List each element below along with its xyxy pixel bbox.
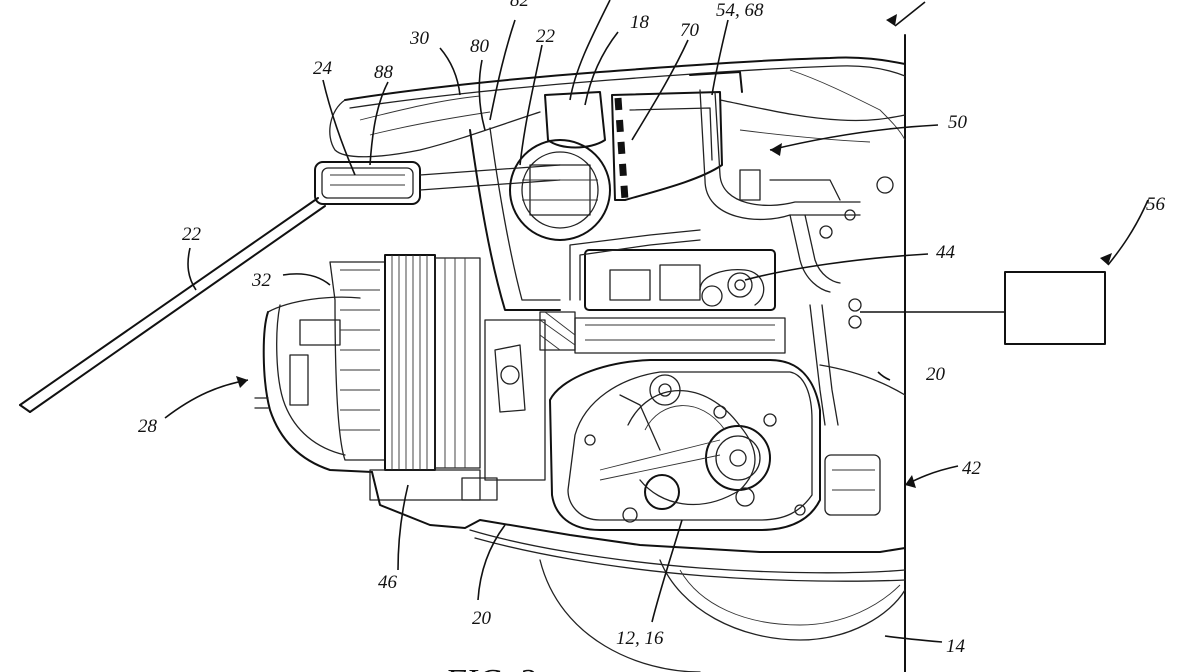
accessory-bracket [819, 364, 906, 516]
label-56: 56 [1146, 194, 1166, 215]
label-80: 80 [470, 36, 490, 57]
pipe-22 [19, 197, 326, 413]
label-54-68: 54, 68 [716, 0, 764, 21]
arrowheads [236, 14, 1112, 488]
air-cleaner [469, 91, 611, 311]
reference-labels: 82 18 70 54, 68 30 80 22 24 88 50 56 22 … [138, 0, 1166, 657]
label-14: 14 [946, 636, 966, 657]
hoses [569, 89, 894, 426]
figure-caption: FIG. 2 [444, 663, 536, 672]
label-82: 82 [510, 0, 530, 11]
label-12-16: 12, 16 [616, 628, 664, 649]
engine-block [539, 249, 786, 354]
label-46: 46 [378, 572, 398, 593]
label-32: 32 [251, 270, 272, 291]
dashed-line-70 [614, 97, 629, 201]
underbody [371, 471, 906, 582]
fan-shroud [329, 261, 386, 461]
controller-56 [860, 271, 1106, 345]
sensor-bracket [461, 319, 546, 501]
label-30: 30 [409, 28, 430, 49]
air-inlet-duct [314, 161, 561, 205]
label-22-left: 22 [182, 224, 202, 245]
label-70: 70 [680, 20, 700, 41]
label-20-bottom: 20 [472, 608, 492, 629]
label-50: 50 [948, 112, 968, 133]
label-18: 18 [630, 12, 650, 33]
front-bumper [254, 296, 373, 473]
coolant-reservoir [611, 71, 743, 201]
label-20-right: 20 [926, 364, 946, 385]
engine-front-cover [549, 359, 821, 531]
label-44: 44 [936, 242, 956, 263]
wheel [539, 559, 906, 672]
label-28: 28 [138, 416, 158, 437]
radiator [369, 254, 481, 501]
leader-lines [164, 0, 1149, 643]
label-22-top: 22 [536, 26, 556, 47]
label-88: 88 [374, 62, 394, 83]
label-42: 42 [962, 458, 982, 479]
label-24: 24 [313, 58, 333, 79]
